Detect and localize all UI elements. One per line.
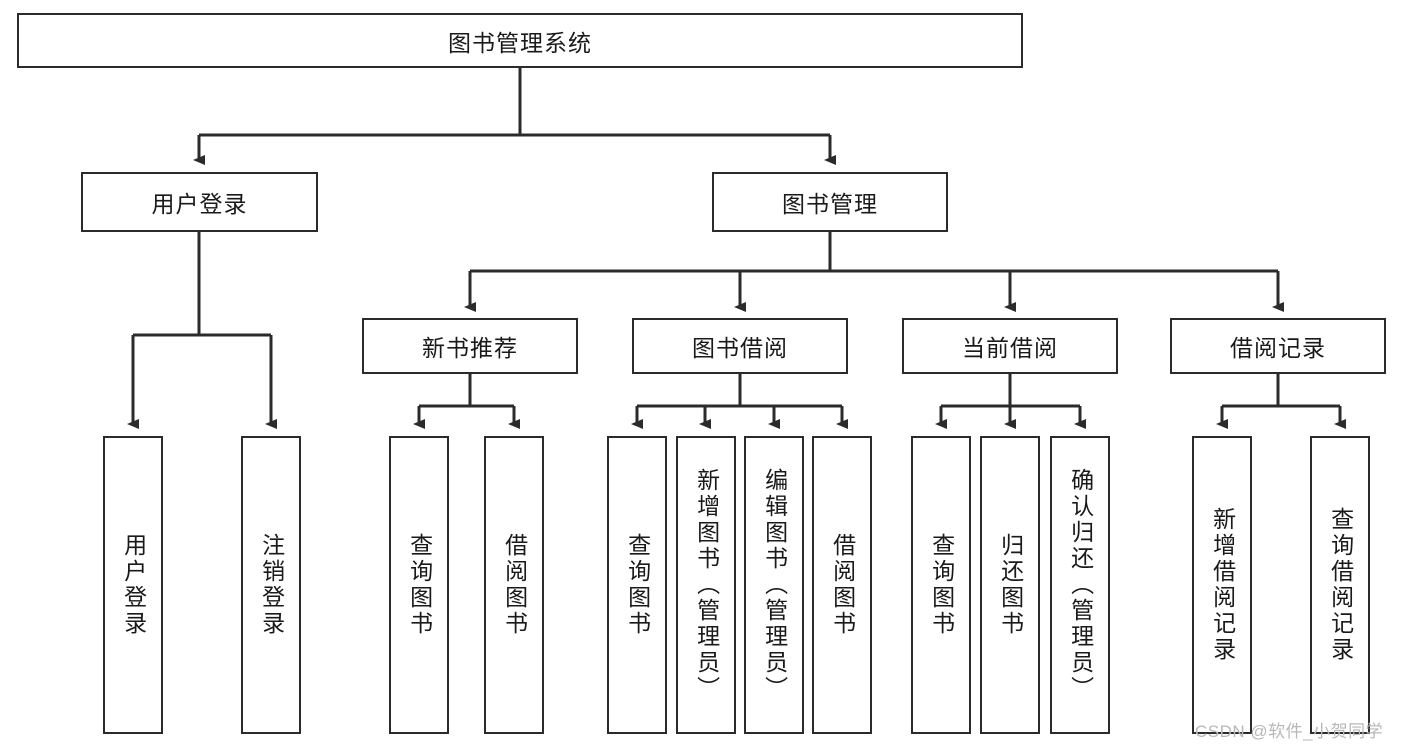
node-label: 当前借阅 [962,335,1058,361]
leaf-borrow-edit-book-admin[interactable]: 编辑图书（管理员） [744,436,804,734]
leaf-record-query-borrow-record[interactable]: 查询借阅记录 [1310,436,1370,734]
leaf-current-query-book[interactable]: 查询图书 [911,436,971,734]
node-root-book-management-system[interactable]: 图书管理系统 [17,13,1023,68]
node-label: 图书借阅 [692,335,788,361]
node-label: 注销登录 [258,533,285,637]
node-label: 图书管理 [782,191,878,217]
leaf-current-return-book[interactable]: 归还图书 [980,436,1040,734]
leaf-logout-login[interactable]: 注销登录 [241,436,301,734]
node-label: 新增借阅记录 [1209,507,1236,663]
leaf-new-book-borrow-book[interactable]: 借阅图书 [484,436,544,734]
node-current-borrow[interactable]: 当前借阅 [902,318,1118,374]
node-label: 图书管理系统 [448,29,592,56]
leaf-user-login[interactable]: 用户登录 [103,436,163,734]
node-label: 查询图书 [928,533,955,637]
node-user-login[interactable]: 用户登录 [81,172,318,232]
node-label: 借阅记录 [1230,335,1326,361]
node-book-borrow[interactable]: 图书借阅 [632,318,848,374]
node-label: 新书推荐 [422,335,518,361]
node-book-management[interactable]: 图书管理 [712,172,948,232]
leaf-new-book-query-book[interactable]: 查询图书 [389,436,449,734]
node-label: 借阅图书 [501,533,528,637]
node-label: 借阅图书 [829,533,856,637]
node-label: 查询借阅记录 [1327,507,1354,663]
leaf-current-confirm-return-admin[interactable]: 确认归还（管理员） [1050,436,1110,734]
node-label: 归还图书 [997,533,1024,637]
node-label: 编辑图书（管理员） [761,468,788,702]
leaf-borrow-query-book[interactable]: 查询图书 [607,436,667,734]
node-borrow-record[interactable]: 借阅记录 [1170,318,1386,374]
node-label: 新增图书（管理员） [693,468,720,702]
node-label: 确认归还（管理员） [1067,468,1094,702]
leaf-record-add-borrow-record[interactable]: 新增借阅记录 [1192,436,1252,734]
node-new-book-recommend[interactable]: 新书推荐 [362,318,578,374]
csdn-watermark: CSDN @软件_小贺同学 [1195,722,1384,741]
leaf-borrow-borrow-book[interactable]: 借阅图书 [812,436,872,734]
node-label: 查询图书 [406,533,433,637]
node-label: 用户登录 [120,533,147,637]
node-label: 查询图书 [624,533,651,637]
node-label: 用户登录 [151,191,248,217]
leaf-borrow-add-book-admin[interactable]: 新增图书（管理员） [676,436,736,734]
